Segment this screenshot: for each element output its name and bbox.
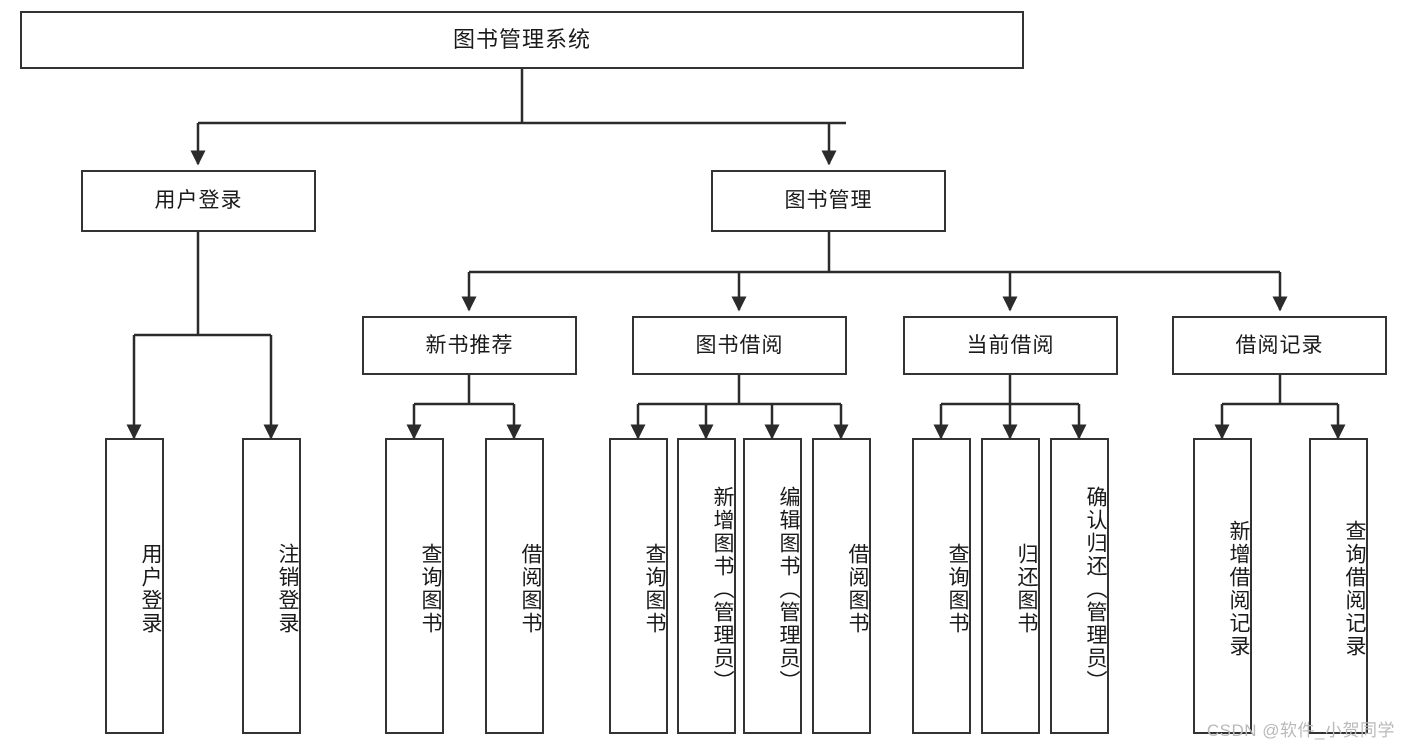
node-label: 当前借阅: [966, 333, 1055, 357]
node-label: 编辑图书（管理员）: [777, 485, 800, 693]
node-current-borrow[interactable]: 当前借阅: [903, 316, 1118, 375]
node-label: 查询借阅记录: [1343, 520, 1366, 658]
node-label: 确认归还（管理员）: [1084, 485, 1107, 693]
leaf-current-borrow-confirm-return-admin[interactable]: 确认归还（管理员）: [1050, 438, 1109, 734]
node-user-login[interactable]: 用户登录: [81, 170, 316, 232]
leaf-book-borrow-query-book[interactable]: 查询图书: [609, 438, 668, 734]
leaf-user-login-logout[interactable]: 注销登录: [242, 438, 301, 734]
leaf-current-borrow-query-book[interactable]: 查询图书: [912, 438, 971, 734]
node-label: 注销登录: [276, 543, 299, 635]
leaf-user-login-login[interactable]: 用户登录: [105, 438, 164, 734]
node-new-book-recommend[interactable]: 新书推荐: [362, 316, 577, 375]
node-book-borrow[interactable]: 图书借阅: [632, 316, 847, 375]
leaf-borrow-record-add-record[interactable]: 新增借阅记录: [1193, 438, 1252, 734]
leaf-borrow-record-query-record[interactable]: 查询借阅记录: [1309, 438, 1368, 734]
node-label: 图书借阅: [695, 333, 784, 357]
csdn-watermark: CSDN @软件_小贺同学: [1206, 721, 1395, 740]
node-label: 用户登录: [154, 189, 243, 213]
node-label: 查询图书: [419, 543, 442, 635]
node-label: 图书管理: [784, 189, 873, 213]
node-label: 查询图书: [643, 543, 666, 635]
node-label: 查询图书: [946, 543, 969, 635]
leaf-book-borrow-borrow-book[interactable]: 借阅图书: [812, 438, 871, 734]
node-label: 用户登录: [139, 543, 162, 635]
node-root-book-management-system[interactable]: 图书管理系统: [20, 11, 1024, 69]
node-label: 借阅记录: [1235, 333, 1324, 357]
node-label: 归还图书: [1015, 543, 1038, 635]
node-label: 借阅图书: [846, 543, 869, 635]
leaf-current-borrow-return-book[interactable]: 归还图书: [981, 438, 1040, 734]
leaf-book-borrow-add-book-admin[interactable]: 新增图书（管理员）: [677, 438, 736, 734]
leaf-book-borrow-edit-book-admin[interactable]: 编辑图书（管理员）: [743, 438, 802, 734]
leaf-new-book-query-book[interactable]: 查询图书: [385, 438, 444, 734]
node-label: 借阅图书: [519, 543, 542, 635]
node-label: 新书推荐: [425, 333, 514, 357]
node-label: 新增图书（管理员）: [711, 485, 734, 693]
node-book-management[interactable]: 图书管理: [711, 170, 946, 232]
node-borrow-record[interactable]: 借阅记录: [1172, 316, 1387, 375]
node-label: 图书管理系统: [452, 26, 591, 52]
leaf-new-book-borrow-book[interactable]: 借阅图书: [485, 438, 544, 734]
node-label: 新增借阅记录: [1227, 520, 1250, 658]
